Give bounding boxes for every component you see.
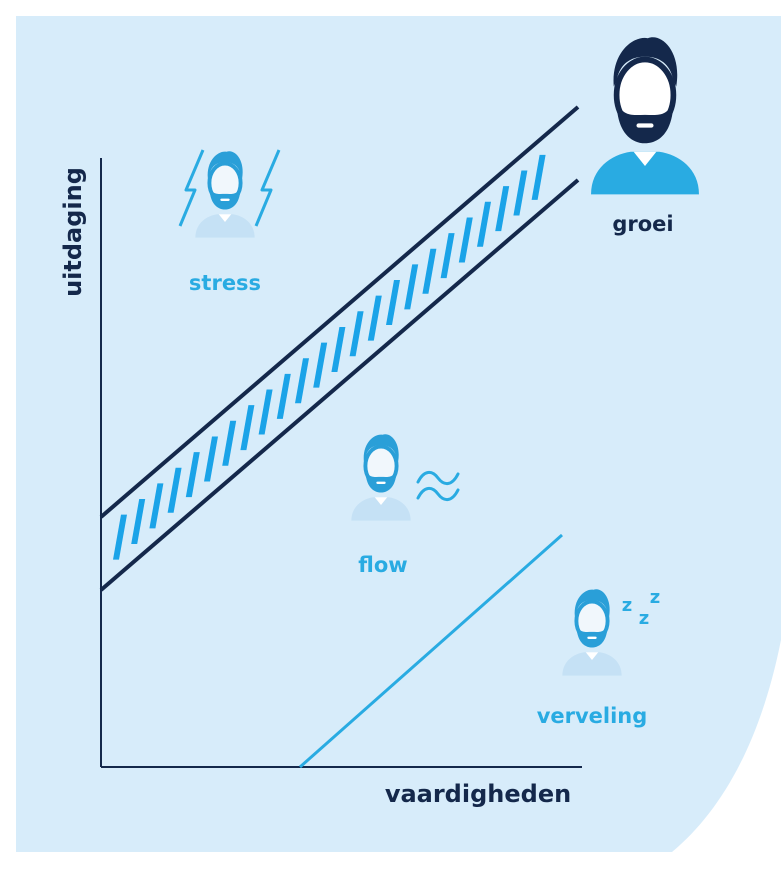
hatch-stripe <box>386 280 400 326</box>
hatch-stripe <box>222 420 237 466</box>
hatch-stripe <box>240 405 255 451</box>
zzz-small: z <box>622 595 632 616</box>
flow-channel <box>99 105 580 592</box>
y-axis-label: uitdaging <box>59 167 87 297</box>
hatch-stripe <box>258 389 273 435</box>
boredom-label: verveling <box>537 704 648 728</box>
hatch-stripe <box>295 358 309 404</box>
wave-lower-icon <box>416 487 460 501</box>
flow-label: flow <box>358 553 407 577</box>
hatch-stripe <box>349 311 364 357</box>
hatch-stripe <box>531 154 546 200</box>
stress-label: stress <box>189 271 261 295</box>
channel-upper-line <box>99 105 580 519</box>
hatch-stripe <box>458 217 473 263</box>
man-waves-icon <box>351 434 460 521</box>
hatch-stripe <box>440 233 455 279</box>
channel-lower-line <box>99 178 580 592</box>
hatch-stripe <box>477 201 491 247</box>
zzz-medium: z <box>650 587 660 608</box>
hatch-stripe <box>404 264 419 310</box>
hatch-stripe <box>367 295 382 341</box>
growth-label: groei <box>612 212 673 236</box>
wave-upper-icon <box>416 471 460 485</box>
hatch-stripe <box>167 467 182 513</box>
hatch-stripe <box>113 514 127 560</box>
hatch-stripe <box>331 326 346 372</box>
zzz-large: z <box>639 608 649 629</box>
hatch-stripe <box>495 186 510 232</box>
channel-hatching <box>113 154 546 560</box>
x-axis-label: vaardigheden <box>385 780 571 808</box>
background-panel <box>16 16 781 852</box>
hatch-stripe <box>204 436 218 482</box>
boredom-line <box>299 533 563 769</box>
sleeping-man-zzz-icon: z z z <box>562 587 660 676</box>
hatch-stripe <box>276 373 291 419</box>
stressed-man-lightning-icon <box>178 149 281 238</box>
hatch-stripe <box>131 499 146 545</box>
lightning-left-icon <box>178 149 205 227</box>
hatch-stripe <box>422 248 437 294</box>
hatch-stripe <box>313 342 328 388</box>
lightning-right-icon <box>254 149 281 227</box>
hatch-stripe <box>513 170 528 216</box>
hatch-stripe <box>185 452 200 498</box>
bearded-man-icon <box>591 37 699 195</box>
hatch-stripe <box>149 483 164 529</box>
